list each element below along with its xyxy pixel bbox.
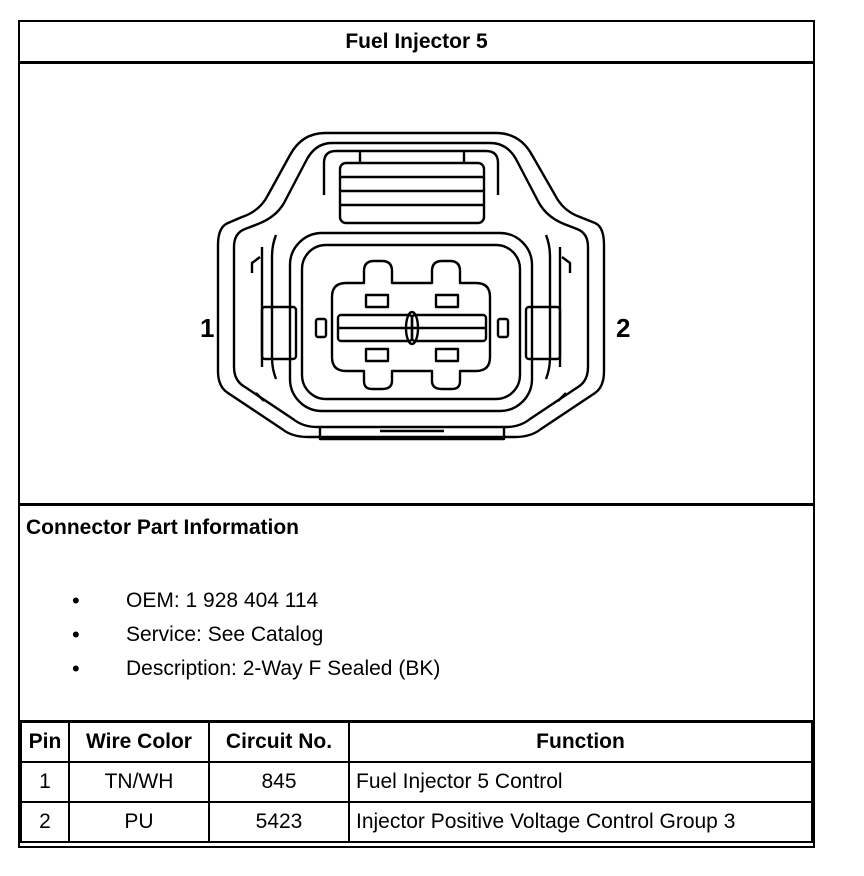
wire-color-cell: PU [68,801,210,843]
part-info-oem: OEM: 1 928 404 114 [72,584,440,618]
circuit-no-cell: 845 [208,761,350,803]
connector-title: Fuel Injector 5 [20,22,813,64]
pin-1-label: 1 [200,313,215,343]
table-row: 2 PU 5423 Injector Positive Voltage Cont… [20,801,813,843]
connector-face-drawing [216,131,606,441]
header-wire-color: Wire Color [68,720,210,763]
header-pin: Pin [20,720,70,763]
header-function: Function [348,720,813,763]
connector-part-info: Connector Part Information OEM: 1 928 40… [20,503,813,720]
pin-2-label: 2 [616,313,631,343]
function-cell: Injector Positive Voltage Control Group … [348,801,813,843]
connector-diagram: 1 2 [20,67,813,503]
function-cell: Fuel Injector 5 Control [348,761,813,803]
part-info-service: Service: See Catalog [72,618,440,652]
circuit-no-cell: 5423 [208,801,350,843]
pin-table-header-row: Pin Wire Color Circuit No. Function [20,720,813,763]
connector-sheet: Fuel Injector 5 [18,20,815,848]
pin-cell: 1 [20,761,70,803]
part-info-description: Description: 2-Way F Sealed (BK) [72,652,440,686]
connector-part-info-list: OEM: 1 928 404 114 Service: See Catalog … [72,584,440,686]
wire-color-cell: TN/WH [68,761,210,803]
header-circuit-no: Circuit No. [208,720,350,763]
sheet-frame [18,20,815,848]
pin-cell: 2 [20,801,70,843]
connector-part-info-heading: Connector Part Information [26,516,300,539]
table-row: 1 TN/WH 845 Fuel Injector 5 Control [20,761,813,803]
pin-table: Pin Wire Color Circuit No. Function 1 TN… [20,720,813,843]
